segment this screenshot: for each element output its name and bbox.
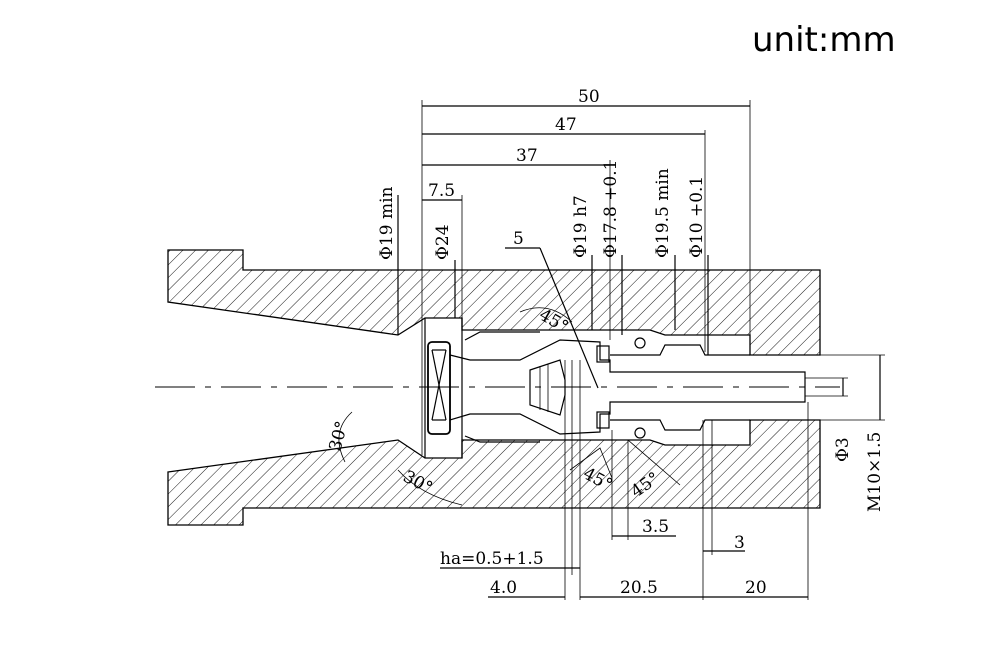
top-dimensions <box>421 100 751 455</box>
arc-45-right <box>627 439 681 486</box>
dim-phi19-h7: Φ19 h7 <box>571 195 591 258</box>
dim-37: 37 <box>516 146 538 166</box>
arc-30-bottom <box>397 469 463 506</box>
dim-3: 3 <box>734 533 745 553</box>
dim-phi19-5-min: Φ19.5 min <box>653 168 673 258</box>
right-dimensions <box>805 354 885 421</box>
bottom-dimensions <box>440 360 809 600</box>
dim-7-5: 7.5 <box>428 181 455 201</box>
dim-phi17-8: Φ17.8 +0.1 <box>601 160 621 258</box>
dim-3-5: 3.5 <box>642 517 669 537</box>
item-5-leader <box>505 247 599 389</box>
collet <box>449 331 806 443</box>
dim-47: 47 <box>555 115 577 135</box>
dim-20-5: 20.5 <box>620 578 658 598</box>
dim-ha: ha=0.5+1.5 <box>440 549 544 569</box>
arc-45-top <box>519 307 573 323</box>
unit-label: unit:mm <box>752 20 896 60</box>
label-item-5: 5 <box>513 229 524 249</box>
dim-phi24: Φ24 <box>433 224 453 260</box>
dim-m10: M10×1.5 <box>865 432 885 512</box>
dim-50: 50 <box>578 87 600 107</box>
holder-body <box>167 249 821 526</box>
dim-phi10: Φ10 +0.1 <box>687 176 707 258</box>
dim-phi19-min: Φ19 min <box>377 186 397 260</box>
dim-phi3: Φ3 <box>833 437 853 462</box>
arc-30-left <box>338 411 353 463</box>
clamp-nut <box>427 341 451 435</box>
diameter-leaders <box>397 195 709 355</box>
dim-20: 20 <box>745 578 767 598</box>
dim-4-0: 4.0 <box>490 578 517 598</box>
